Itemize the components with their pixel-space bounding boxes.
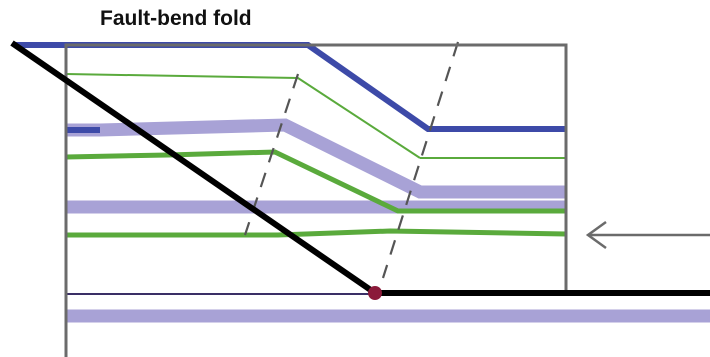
hangingwall-green-bed-middle xyxy=(65,149,566,214)
hangingwall-green-bed-upper xyxy=(65,73,421,159)
fault-bend-point xyxy=(368,286,382,300)
frame-outline xyxy=(64,43,568,357)
left-arrow-icon xyxy=(585,220,710,250)
hangingwall-green-bed-lower xyxy=(66,228,567,238)
axial-surface-right-dashed xyxy=(381,41,460,279)
hangingwall-blue-bed-upper xyxy=(14,42,566,132)
diagram-title: Fault-bend fold xyxy=(100,7,252,30)
